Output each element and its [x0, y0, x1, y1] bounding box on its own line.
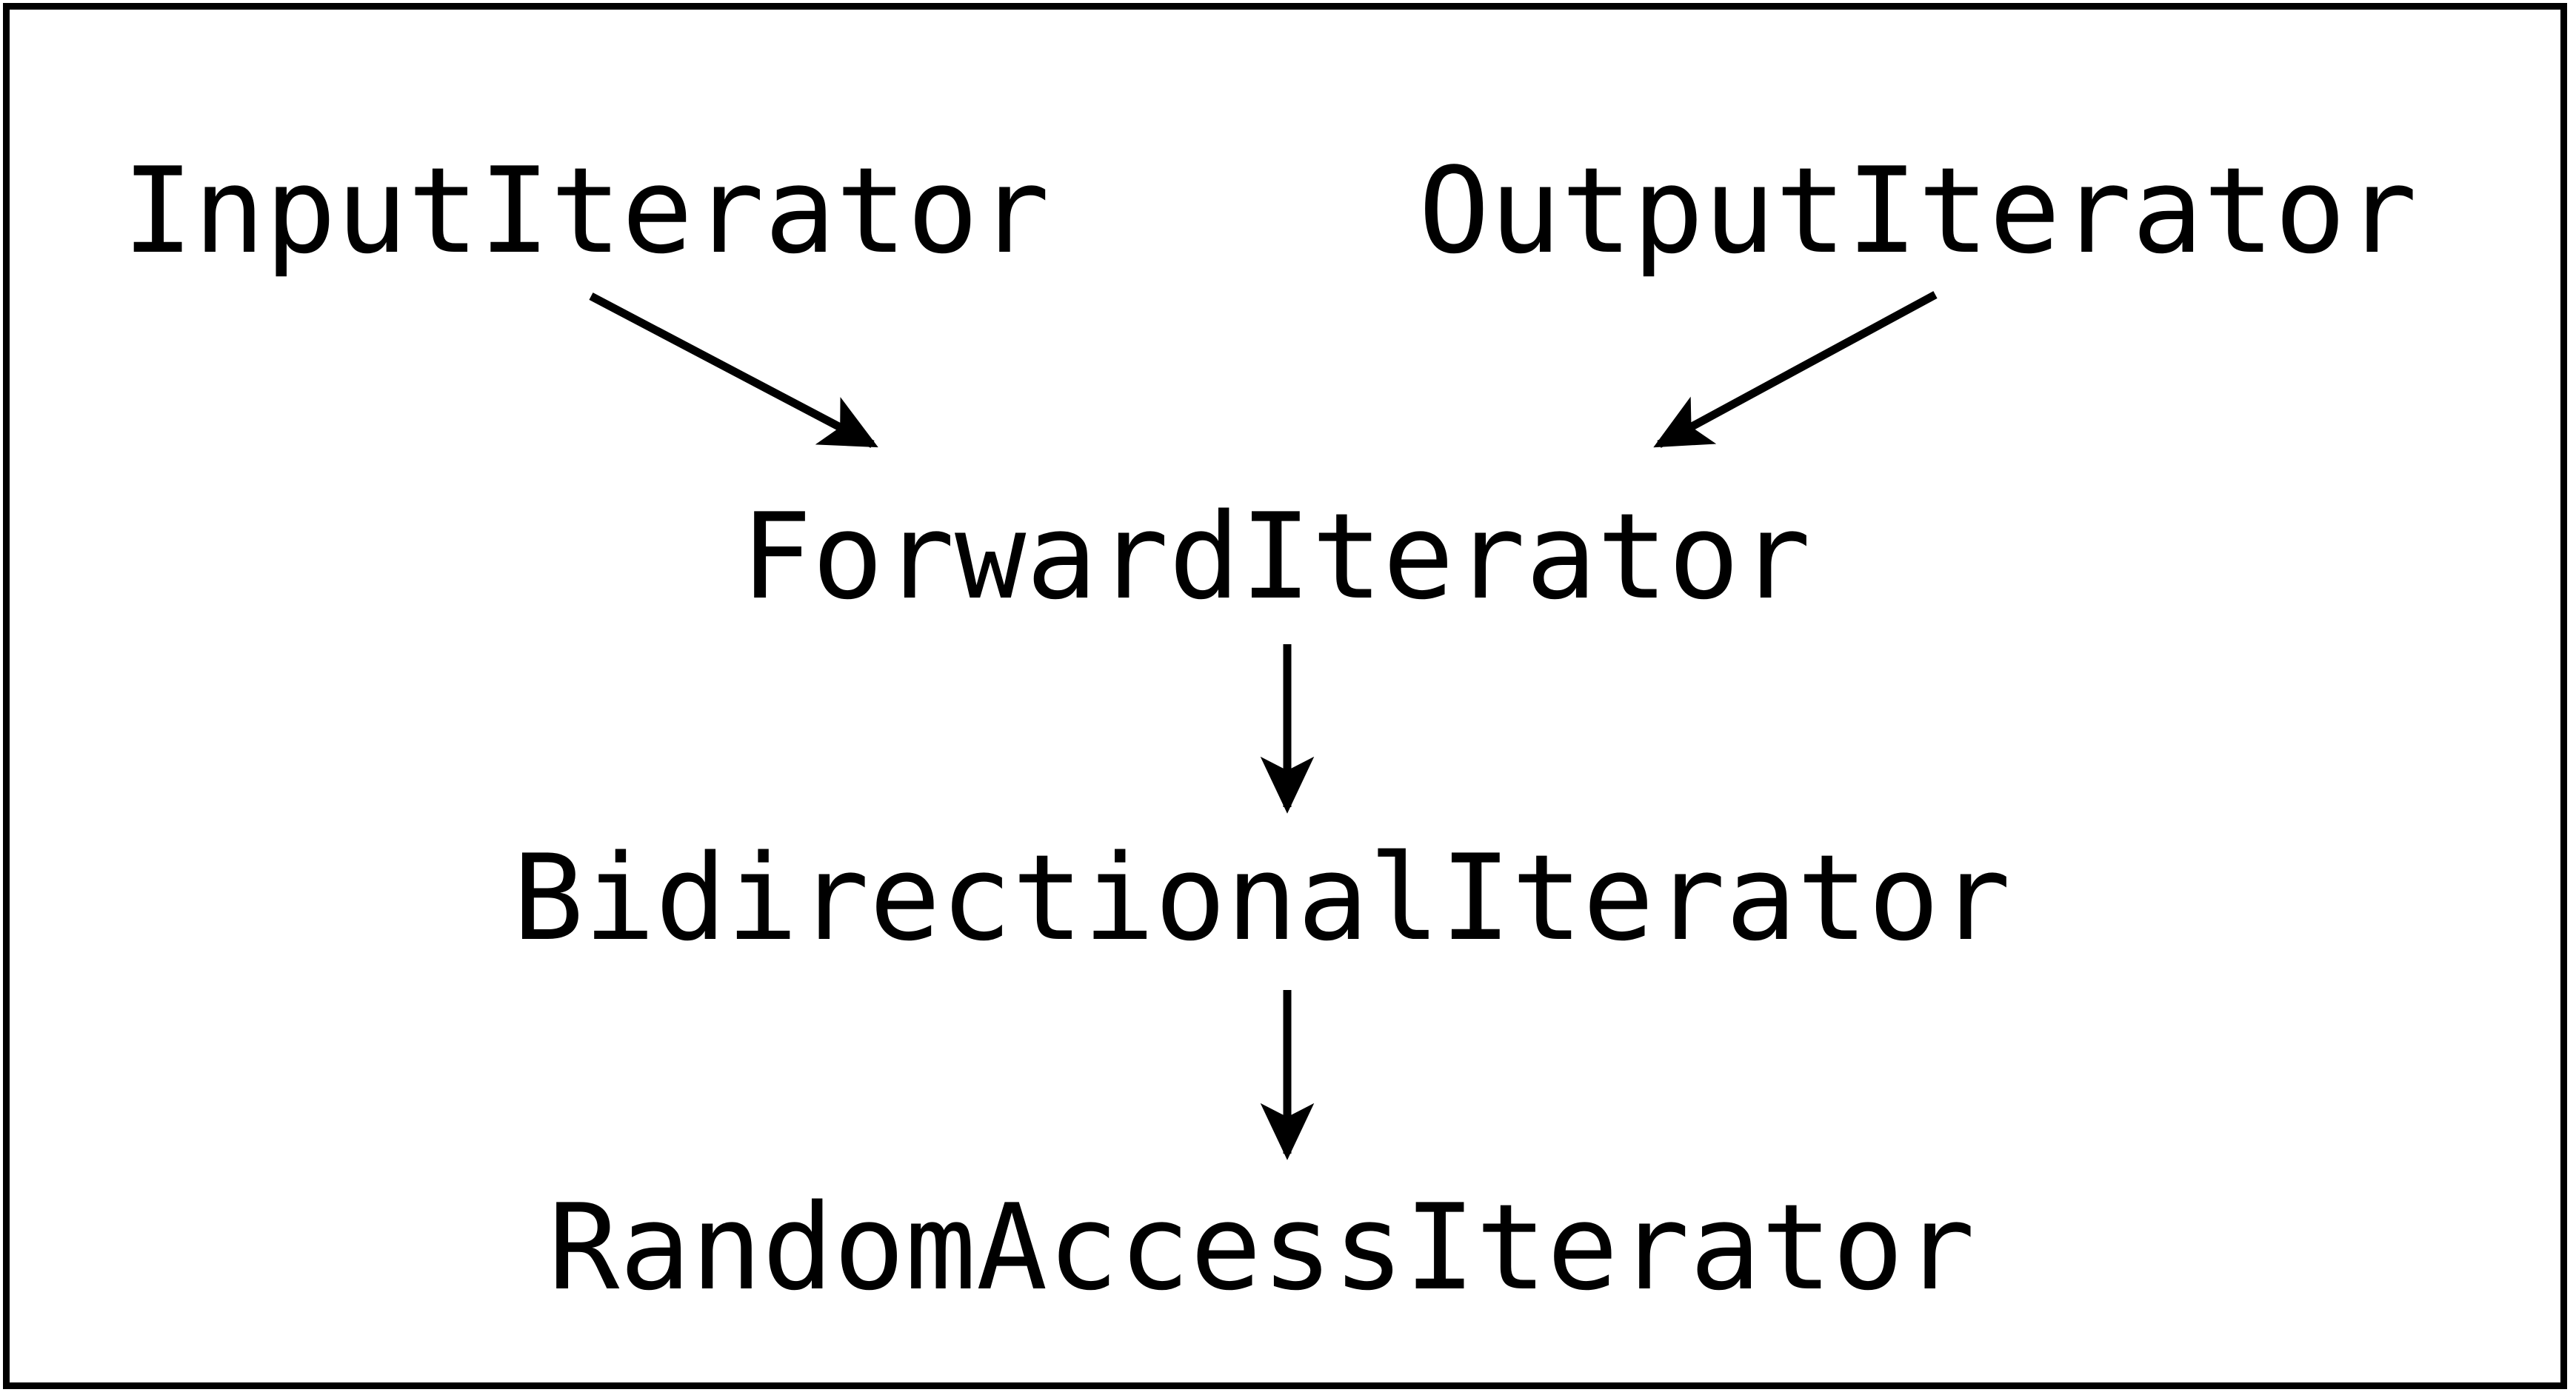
node-bidirectional-iterator: BidirectionalIterator [513, 829, 2011, 967]
node-output-iterator: OutputIterator [1418, 141, 2417, 280]
node-random-access-iterator: RandomAccessIterator [548, 1178, 1975, 1317]
node-input-iterator: InputIterator [122, 141, 1050, 280]
node-forward-iterator: ForwardIterator [741, 487, 1811, 626]
